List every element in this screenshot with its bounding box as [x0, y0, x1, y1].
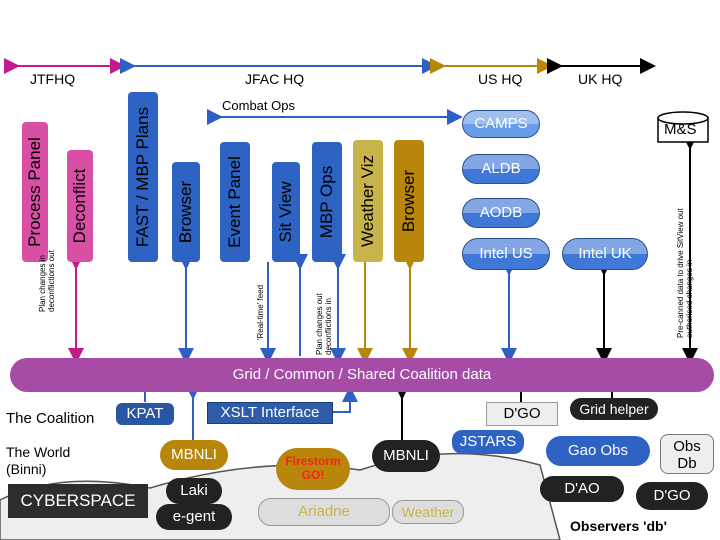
mands-cylinder-top [657, 111, 709, 125]
bar-process-panel-label: Process Panel [25, 137, 44, 247]
header-jtfhq: JTFHQ [30, 71, 76, 87]
mands-label: M&S [664, 121, 697, 138]
laki-box[interactable]: Laki [166, 478, 222, 504]
egent-box[interactable]: e-gent [156, 504, 232, 530]
bar-mbp-ops[interactable]: MBP Ops [312, 142, 342, 262]
system-intel-us[interactable]: Intel US [462, 238, 550, 270]
pill-highlight [463, 199, 539, 213]
note-plan-changes-in: Plan changes out deconflictions in [315, 293, 333, 355]
aodb-label: AODB [479, 204, 523, 221]
ariadne-box[interactable]: Ariadne [258, 498, 390, 526]
coalition-label: The Coalition [6, 410, 95, 427]
system-camps[interactable]: CAMPS [462, 110, 540, 138]
header-ukhq: UK HQ [578, 71, 623, 87]
world-label: The World (Binni) [6, 444, 71, 477]
system-intel-uk[interactable]: Intel UK [562, 238, 648, 270]
bar-deconflict-label: Deconflict [70, 168, 89, 244]
bar-browser-2-label: Browser [399, 169, 418, 233]
bar-weather-viz-label: Weather Viz [358, 155, 377, 247]
bar-process-panel[interactable]: Process Panel [22, 122, 48, 262]
aldb-label: ALDB [481, 160, 521, 177]
intel-us-label: Intel US [479, 245, 533, 262]
note-plan-changes-out: Plan changes in deconflictions out [38, 250, 56, 312]
gao-obs-box[interactable]: Gao Obs [546, 436, 650, 466]
observers-label: Observers 'db' [570, 518, 667, 534]
bar-fast-mbp-plans[interactable]: FAST / MBP Plans [128, 92, 158, 262]
header-ushq: US HQ [478, 71, 523, 87]
xslt-interface-box[interactable]: XSLT Interface [207, 402, 333, 424]
xslt-connector [331, 386, 358, 413]
note-realtime-feed: 'Real-time' feed [256, 284, 265, 340]
grid-shared-data: Grid / Common / Shared Coalition data [10, 358, 714, 392]
jstars-box[interactable]: JSTARS [452, 430, 524, 454]
pill-highlight [463, 239, 549, 254]
obs-db-box[interactable]: Obs Db [660, 434, 714, 474]
bar-event-panel[interactable]: Event Panel [220, 142, 250, 262]
dgo-top-box[interactable]: D'GO [486, 402, 558, 426]
cyberspace-box: CYBERSPACE [8, 484, 148, 518]
bar-deconflict[interactable]: Deconflict [67, 150, 93, 262]
mbnli-box-2[interactable]: MBNLI [372, 440, 440, 472]
mbnli-box-1[interactable]: MBNLI [160, 440, 228, 470]
bar-fast-label: FAST / MBP Plans [133, 106, 152, 248]
weather-box[interactable]: Weather [392, 500, 464, 524]
bar-mbp-ops-label: MBP Ops [317, 165, 336, 239]
pill-highlight [463, 155, 539, 169]
bar-browser-2[interactable]: Browser [394, 140, 424, 262]
bar-browser-1-label: Browser [176, 180, 195, 244]
dgo-bottom-box[interactable]: D'GO [636, 482, 708, 510]
bar-sitview[interactable]: Sit View [272, 162, 300, 262]
bar-event-panel-label: Event Panel [225, 156, 244, 248]
bar-browser-1[interactable]: Browser [172, 162, 200, 262]
dao-box[interactable]: D'AO [540, 476, 624, 502]
header-combat-ops: Combat Ops [222, 98, 295, 113]
bar-weather-viz[interactable]: Weather Viz [353, 140, 383, 262]
pill-highlight [563, 239, 647, 254]
camps-label: CAMPS [474, 115, 528, 132]
kpat-box[interactable]: KPAT [116, 403, 174, 425]
note-precanned: Pre-canned data to drive SitView out aut… [676, 208, 694, 338]
intel-uk-label: Intel UK [578, 245, 632, 262]
header-jfac: JFAC HQ [245, 71, 305, 87]
firestorm-box[interactable]: Firestorm GO! [276, 448, 350, 490]
system-aldb[interactable]: ALDB [462, 154, 540, 184]
bar-sitview-label: Sit View [276, 181, 295, 243]
system-aodb[interactable]: AODB [462, 198, 540, 228]
grid-helper-box[interactable]: Grid helper [570, 398, 658, 420]
pill-highlight [463, 111, 539, 124]
